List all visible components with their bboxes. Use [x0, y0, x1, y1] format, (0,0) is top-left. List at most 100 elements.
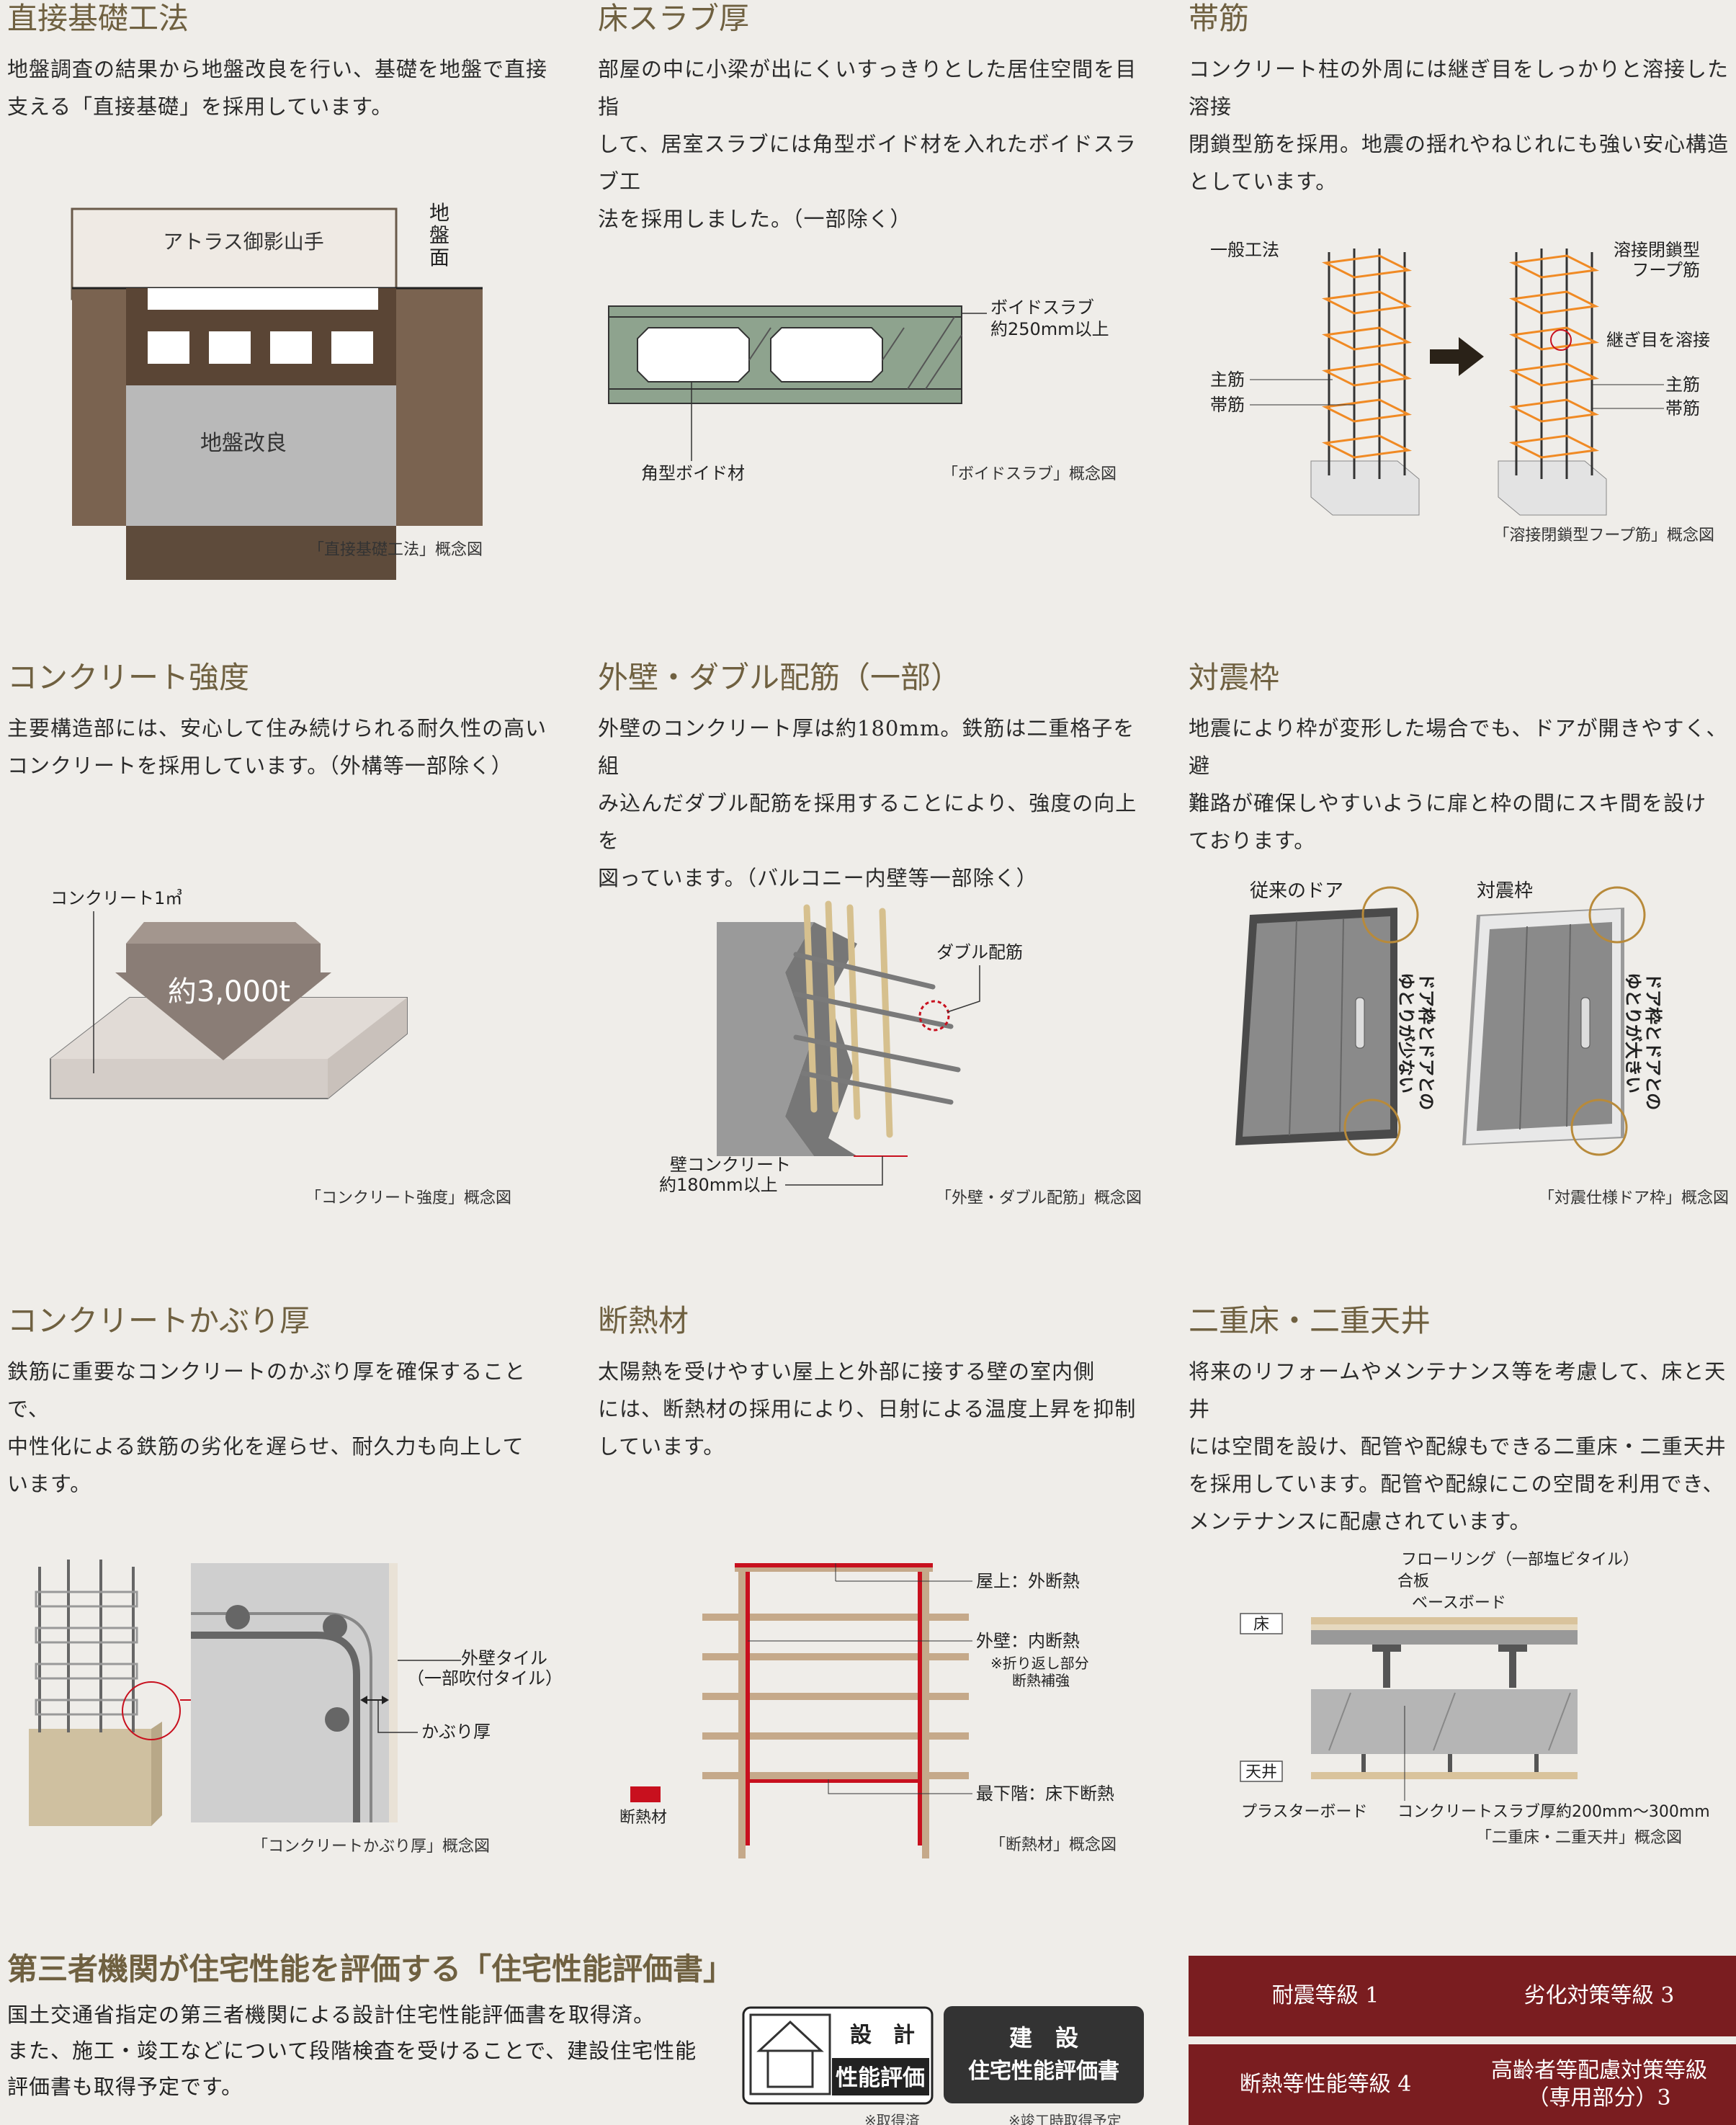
svg-text:約180mm以上: 約180mm以上 — [659, 1175, 778, 1195]
tag-ceiling: 天井 — [1245, 1763, 1277, 1781]
arrow-icon — [1430, 337, 1484, 376]
svg-text:屋上：外断熱: 屋上：外断熱 — [976, 1571, 1080, 1591]
evaluation-description: 国土交通省指定の第三者機関による設計住宅性能評価書を取得済。 また、施工・竣工な… — [7, 2003, 697, 2099]
plaster-board — [1311, 1772, 1578, 1779]
svg-text:フローリング（一部塩ビタイル）: フローリング（一部塩ビタイル） — [1401, 1551, 1639, 1569]
diagram-caption: 「ボイドスラブ」概念図 — [942, 465, 1117, 483]
section-description: 将来のリフォームやメンテナンス等を考慮して、床と天井 には空間を設け、配管や配線… — [1189, 1359, 1727, 1534]
strength-diagram: 約3,000t コンクリート1㎥ 「コンクリート強度」概念図 — [50, 888, 511, 1207]
diagram-caption: 「対震仕様ドア枠」概念図 — [1539, 1189, 1729, 1207]
wall-section — [717, 922, 814, 1156]
svg-text:ゆとりが大きい: ゆとりが大きい — [1623, 972, 1643, 1093]
svg-text:かぶり厚: かぶり厚 — [421, 1722, 491, 1742]
svg-text:ベースボード: ベースボード — [1412, 1594, 1506, 1612]
evaluation-title: 第三者機関が住宅性能を評価する「住宅性能評価書」 — [7, 1951, 734, 1987]
gap-marker-small-bottom — [1343, 1099, 1401, 1156]
construction-mark-note: ※竣工時取得予定 — [1008, 2112, 1122, 2125]
svg-text:継ぎ目を溶接: 継ぎ目を溶接 — [1606, 330, 1710, 350]
svg-text:最下階：床下断熱: 最下階：床下断熱 — [976, 1784, 1114, 1804]
gap-marker-large-bottom — [1570, 1099, 1628, 1156]
section-title: コンクリートかぶり厚 — [7, 1303, 310, 1338]
svg-text:面: 面 — [429, 246, 449, 269]
building-label: アトラス御影山手 — [163, 230, 323, 254]
zoom-marker — [122, 1681, 181, 1740]
double-rebar-marker — [918, 1000, 950, 1032]
section-title: 外壁・ダブル配筋（一部） — [598, 660, 962, 695]
diagram-caption: 「断熱材」概念図 — [990, 1836, 1117, 1854]
construction-evaluation-mark: 建 設 住宅性能評価書 — [944, 2006, 1144, 2103]
void-block-2 — [770, 327, 883, 382]
svg-text:合板: 合板 — [1397, 1572, 1429, 1591]
label-void-slab: ボイドスラブ — [990, 298, 1094, 318]
double-rebar-diagram: ダブル配筋 壁コンクリート 約180mm以上 「外壁・ダブル配筋」概念図 — [659, 900, 1142, 1207]
insulation-diagram: 断熱材 屋上：外断熱 外壁：内断熱 ※折り返し部分 断熱補強 最下階：床下断熱 … — [619, 1563, 1117, 1858]
grade-deterioration: 劣化対策等級 3 — [1462, 1956, 1736, 2036]
svg-text:性能評価: 性能評価 — [836, 2065, 925, 2091]
label-volume: コンクリート1㎥ — [50, 888, 182, 908]
section-title: 対震枠 — [1189, 660, 1280, 695]
svg-text:ドア枠とドアとの: ドア枠とドアとの — [1416, 972, 1436, 1110]
weight-arrow — [115, 922, 331, 1060]
grade-elderly: 高齢者等配慮対策等級 （専用部分）3 — [1462, 2044, 1736, 2125]
diagram-caption: 「二重床・二重天井」概念図 — [1476, 1829, 1682, 1847]
section-title: 断熱材 — [598, 1303, 689, 1338]
grade-seismic: 耐震等級 1 — [1189, 1956, 1462, 2036]
section-description: 外壁のコンクリート厚は約180mm。鉄筋は二重格子を組 み込んだダブル配筋を採用… — [598, 716, 1137, 890]
svg-text:ドア枠とドアとの: ドア枠とドアとの — [1643, 972, 1663, 1110]
svg-text:一般工法: 一般工法 — [1210, 240, 1279, 260]
double-floor-diagram: フローリング（一部塩ビタイル） 合板 ベースボード 床 天井 プラスターボード … — [1240, 1551, 1710, 1847]
svg-text:従来のドア: 従来のドア — [1250, 880, 1343, 902]
svg-text:フープ筋: フープ筋 — [1632, 260, 1700, 280]
svg-text:主筋: 主筋 — [1665, 375, 1700, 395]
seismic-frame-diagram: 従来のドア 対震枠 ドア枠とドアとの ゆとりが少ない ドア枠とドアとの ゆとりが… — [1235, 880, 1729, 1207]
svg-text:主筋: 主筋 — [1210, 370, 1245, 390]
section-title: コンクリート強度 — [7, 660, 250, 695]
svg-text:帯筋: 帯筋 — [1210, 395, 1245, 415]
svg-text:コンクリートスラブ厚約200mm〜300mm: コンクリートスラブ厚約200mm〜300mm — [1397, 1803, 1710, 1821]
building-outline — [71, 207, 398, 300]
foundation-diagram: アトラス御影山手 地盤改良 地 盤 面 「直接基礎工法」概念図 — [71, 201, 483, 580]
section-description: 部屋の中に小梁が出にくいすっきりとした居住空間を目指 して、居室スラブには角型ボ… — [598, 57, 1137, 231]
insulation-legend-label: 断熱材 — [619, 1809, 667, 1827]
section-title: 帯筋 — [1189, 1, 1250, 36]
design-mark-note: ※取得済 — [864, 2112, 920, 2125]
tag-floor: 床 — [1253, 1616, 1269, 1634]
door-seismic — [1477, 922, 1612, 1131]
svg-text:対震枠: 対震枠 — [1477, 880, 1533, 902]
label-slab-thickness: 約250mm以上 — [990, 319, 1109, 339]
svg-text:建 設: 建 設 — [1009, 2024, 1078, 2052]
concrete-section — [191, 1563, 396, 1822]
column-base — [29, 1729, 151, 1826]
section-title: 床スラブ厚 — [598, 1, 750, 36]
section-title: 二重床・二重天井 — [1189, 1303, 1431, 1338]
section-title: 直接基礎工法 — [7, 1, 189, 36]
section-description: 太陽熱を受けやすい屋上と外部に接する壁の室内側 には、断熱材の採用により、日射に… — [598, 1359, 1137, 1459]
section-description: 地盤調査の結果から地盤改良を行い、基礎を地盤で直接 支える「直接基礎」を採用して… — [7, 57, 548, 119]
label-weight: 約3,000t — [168, 975, 290, 1008]
cover-diagram: 外壁タイル （一部吹付タイル） かぶり厚 「コンクリートかぶり厚」概念図 — [29, 1560, 563, 1856]
svg-text:外壁：内断熱: 外壁：内断熱 — [976, 1631, 1080, 1651]
svg-text:地: 地 — [429, 201, 449, 225]
design-evaluation-mark: 設 計 性能評価 — [742, 2006, 934, 2105]
svg-text:設 計: 設 計 — [850, 2023, 915, 2048]
diagram-caption: 「コンクリート強度」概念図 — [305, 1189, 511, 1207]
svg-text:（一部吹付タイル）: （一部吹付タイル） — [407, 1668, 563, 1688]
diagram-caption: 「直接基礎工法」概念図 — [308, 541, 483, 559]
svg-text:プラスターボード: プラスターボード — [1241, 1803, 1368, 1821]
svg-text:溶接閉鎖型: 溶接閉鎖型 — [1614, 240, 1700, 260]
svg-text:盤: 盤 — [429, 223, 449, 247]
svg-text:外壁タイル: 外壁タイル — [461, 1648, 547, 1668]
building-section — [702, 1563, 969, 1858]
svg-text:ゆとりが少ない: ゆとりが少ない — [1396, 972, 1416, 1093]
ground-improvement — [126, 385, 396, 526]
improvement-label: 地盤改良 — [200, 431, 287, 456]
diagram-caption: 「コンクリートかぶり厚」概念図 — [252, 1838, 490, 1856]
diagram-caption: 「溶接閉鎖型フープ筋」概念図 — [1493, 527, 1714, 545]
gap-marker-large-top — [1588, 886, 1646, 944]
label-void-material: 角型ボイド材 — [641, 463, 745, 483]
section-description: コンクリート柱の外周には継ぎ目をしっかりと溶接した溶接 閉鎖型筋を採用。地震の揺… — [1189, 57, 1730, 194]
insulation-legend-swatch — [630, 1786, 661, 1802]
slab-diagram: ボイドスラブ 約250mm以上 角型ボイド材 「ボイドスラブ」概念図 — [608, 298, 1117, 483]
door-conventional — [1243, 916, 1390, 1137]
svg-text:断熱補強: 断熱補強 — [1012, 1672, 1070, 1689]
